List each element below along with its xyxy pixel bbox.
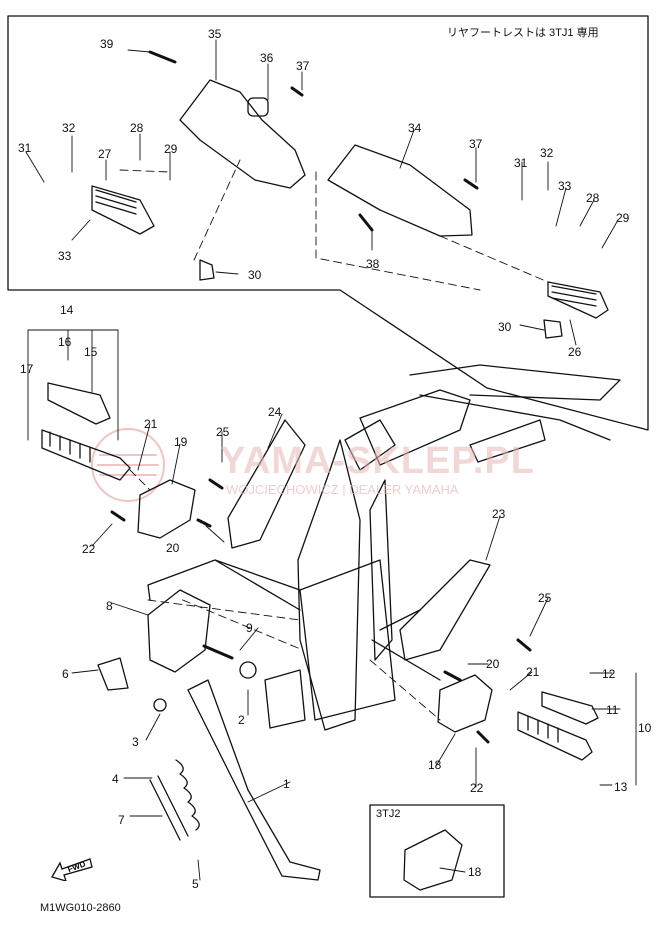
callout-37-left: 37 — [469, 137, 483, 151]
callout-8: 8 — [106, 599, 113, 613]
rear-bracket-right — [179, 79, 306, 189]
rear-footrest-inset-frame — [7, 15, 649, 431]
sidestand-bracket — [147, 589, 211, 673]
bolt-20b — [443, 670, 462, 682]
bolt-22a — [110, 510, 126, 522]
callout-31-left: 31 — [514, 156, 528, 170]
callout-25-left: 25 — [538, 591, 552, 605]
bracket-3tj2 — [403, 829, 463, 891]
diagram-code: M1WG010-2860 — [40, 902, 121, 914]
rear-bracket-bushing — [247, 97, 269, 117]
callout-12: 12 — [602, 667, 616, 681]
callout-32-left: 32 — [540, 146, 554, 160]
callout-18-variant: 18 — [468, 865, 482, 879]
rear-footpeg-right — [91, 185, 155, 235]
callout-26: 26 — [568, 345, 582, 359]
callout-4: 4 — [112, 772, 119, 786]
fwd-arrow-icon: FWD — [51, 858, 93, 881]
watermark-subtext: WOJCIECHOWICZ | DEALER YAMAHA — [226, 482, 459, 497]
callout-28: 28 — [130, 121, 144, 135]
plate-6 — [97, 657, 129, 691]
callout-11: 11 — [606, 703, 619, 717]
callout-14: 14 — [60, 303, 74, 317]
frame-body — [147, 364, 621, 731]
callout-33-left: 33 — [558, 179, 572, 193]
callout-10: 10 — [638, 721, 652, 735]
callout-30-left: 30 — [498, 320, 512, 334]
callout-33: 33 — [58, 249, 72, 263]
callout-20-left: 20 — [486, 657, 500, 671]
bolt-25b — [516, 638, 532, 652]
callout-29: 29 — [164, 142, 178, 156]
variant-3tj2-box — [369, 804, 505, 898]
callout-21: 21 — [144, 417, 158, 431]
rear-footpeg-left — [547, 281, 609, 319]
callout-5: 5 — [192, 877, 199, 891]
callout-22: 22 — [82, 542, 96, 556]
pin-37b — [463, 178, 479, 190]
callout-7: 7 — [118, 813, 125, 827]
heel-guard-left — [399, 559, 491, 661]
bolt-38 — [358, 213, 374, 232]
assembly-lines — [119, 159, 549, 721]
callout-29-left: 29 — [616, 211, 630, 225]
callout-25: 25 — [216, 425, 230, 439]
watermark-logo — [91, 428, 165, 502]
callout-2: 2 — [238, 713, 245, 727]
callout-17: 17 — [20, 362, 34, 376]
callout-28-left: 28 — [586, 191, 600, 205]
bolt-head-2 — [239, 661, 257, 679]
spring-7 — [149, 775, 189, 841]
heel-guard-right — [227, 419, 306, 549]
watermark-text: YAMA-SKLEP.PL — [220, 440, 535, 482]
callout-21-left: 21 — [526, 665, 540, 679]
leader-lines — [25, 39, 637, 881]
callout-24: 24 — [268, 405, 282, 419]
front-footpeg-right — [41, 382, 131, 481]
callout-32: 32 — [62, 121, 76, 135]
spring-5 — [175, 759, 200, 831]
callout-19: 19 — [174, 435, 188, 449]
plate-30a — [199, 259, 215, 281]
bolt-39 — [148, 50, 177, 64]
callout-1: 1 — [283, 777, 290, 791]
callout-39: 39 — [100, 37, 114, 51]
plate-30b — [543, 319, 563, 339]
callout-23: 23 — [492, 507, 506, 521]
bolt-9 — [202, 644, 234, 660]
callout-20: 20 — [166, 541, 180, 555]
callout-38: 38 — [366, 257, 380, 271]
callout-27: 27 — [98, 147, 112, 161]
callout-9: 9 — [246, 621, 253, 635]
callout-18: 18 — [428, 758, 442, 772]
callout-30: 30 — [248, 268, 262, 282]
callout-36: 36 — [260, 51, 274, 65]
rear-bracket-left — [327, 144, 473, 237]
callout-3: 3 — [132, 735, 139, 749]
bolt-25a — [208, 478, 224, 490]
front-bracket-left — [437, 674, 493, 733]
callout-13: 13 — [614, 780, 628, 794]
callout-37: 37 — [296, 59, 310, 73]
callout-15: 15 — [84, 345, 98, 359]
callout-16: 16 — [58, 335, 72, 349]
front-bracket-right — [137, 479, 196, 539]
pin-37a — [290, 86, 304, 97]
bolt-20a — [196, 518, 212, 528]
callout-34: 34 — [408, 121, 422, 135]
rear-footrest-note: リヤフートレストは 3TJ1 専用 — [447, 27, 599, 39]
bolt-22b — [476, 730, 490, 744]
nut-3 — [153, 698, 167, 712]
callout-31: 31 — [18, 141, 32, 155]
callout-6: 6 — [62, 667, 69, 681]
front-footpeg-left — [517, 691, 599, 761]
sidestand — [187, 679, 321, 881]
callout-35: 35 — [208, 27, 222, 41]
variant-label: 3TJ2 — [376, 808, 401, 820]
callout-22-left: 22 — [470, 781, 484, 795]
